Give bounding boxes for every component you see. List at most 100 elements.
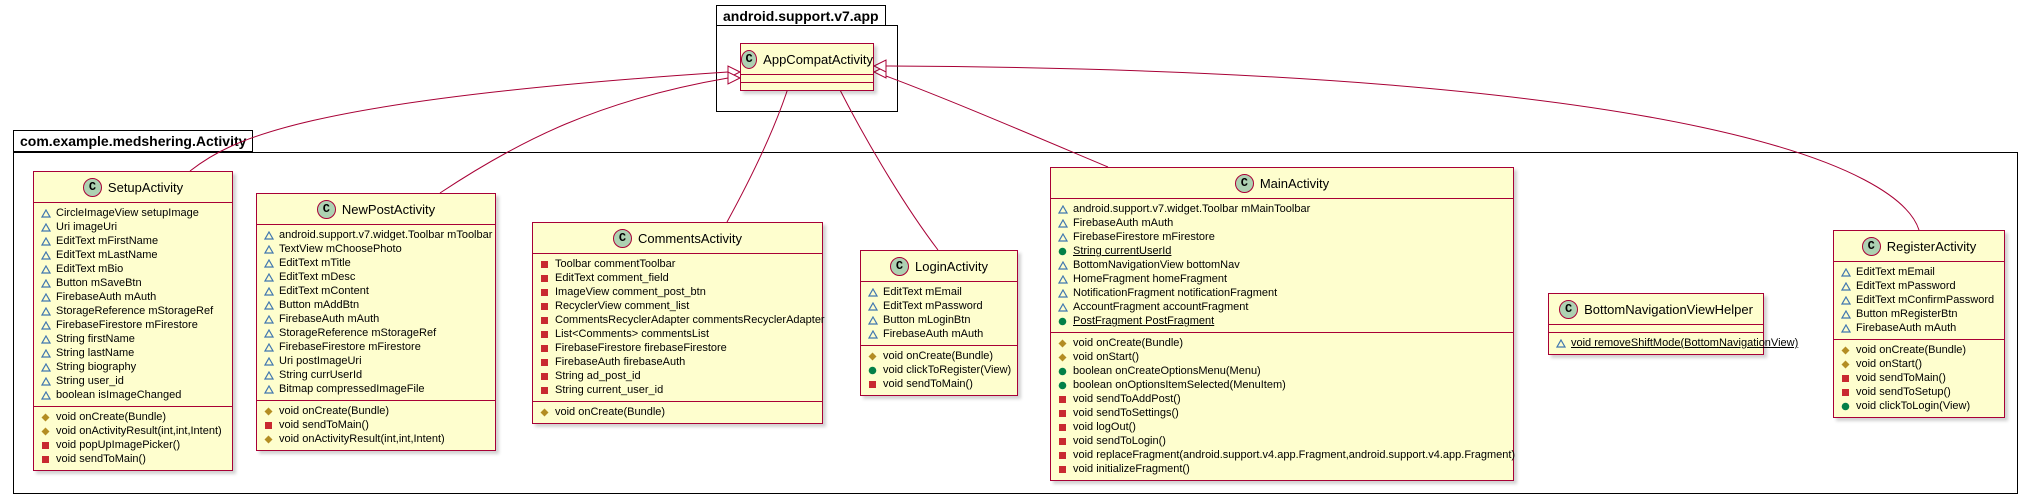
methods-section: void removeShiftMode(BottomNavigationVie… — [1549, 333, 1798, 354]
method-row: void sendToMain() — [263, 418, 489, 432]
method-text: void initializeFragment() — [1073, 463, 1190, 475]
field-row: EditText mLastName — [40, 248, 226, 262]
class-icon: C — [612, 228, 632, 248]
class-name: AppCompatActivity — [763, 51, 873, 67]
field-row: StorageReference mStorageRef — [263, 326, 489, 340]
field-row: StorageReference mStorageRef — [40, 304, 226, 318]
field-row: String biography — [40, 360, 226, 374]
method-row: void sendToMain() — [40, 452, 226, 466]
field-text: EditText mTitle — [279, 257, 351, 269]
field-text: android.support.v7.widget.Toolbar mMainT… — [1073, 203, 1311, 215]
method-row: void sendToSettings() — [1057, 406, 1507, 420]
field-row: FirebaseFirestore mFirestore — [40, 318, 226, 332]
package-visibility-icon — [40, 264, 51, 275]
field-text: EditText mLastName — [56, 249, 158, 261]
field-text: EditText comment_field — [555, 272, 669, 284]
package-visibility-icon — [40, 390, 51, 401]
field-text: Button mLoginBtn — [883, 314, 971, 326]
field-row: EditText mBio — [40, 262, 226, 276]
method-row: void sendToMain() — [1840, 371, 1998, 385]
private-visibility-icon — [1057, 422, 1068, 433]
field-row: Uri postImageUri — [263, 354, 489, 368]
protected-visibility-icon — [40, 426, 51, 437]
private-visibility-icon — [539, 315, 550, 326]
package-tab-android: android.support.v7.app — [716, 5, 886, 27]
method-text: void sendToMain() — [1856, 372, 1946, 384]
field-text: HomeFragment homeFragment — [1073, 273, 1228, 285]
methods-section: void onCreate(Bundle)void onActivityResu… — [34, 407, 232, 470]
field-text: String user_id — [56, 375, 124, 387]
method-text: void onCreate(Bundle) — [1073, 337, 1184, 349]
field-text: String firstName — [56, 333, 135, 345]
method-text: void popUpImagePicker() — [56, 439, 181, 451]
class-name: CommentsActivity — [637, 230, 743, 246]
method-text: void onCreate(Bundle) — [56, 411, 167, 423]
package-visibility-icon — [263, 370, 274, 381]
field-text: android.support.v7.widget.Toolbar mToolb… — [279, 229, 493, 241]
method-row: boolean onCreateOptionsMenu(Menu) — [1057, 364, 1507, 378]
method-row: boolean onOptionsItemSelected(MenuItem) — [1057, 378, 1507, 392]
method-text: void sendToMain() — [56, 453, 146, 465]
public-visibility-icon — [1057, 246, 1068, 257]
class-name: BottomNavigationViewHelper — [1584, 301, 1753, 317]
method-row: void onActivityResult(int,int,Intent) — [40, 424, 226, 438]
field-row: FirebaseAuth firebaseAuth — [539, 355, 816, 369]
field-row: EditText mFirstName — [40, 234, 226, 248]
field-text: AccountFragment accountFragment — [1073, 301, 1249, 313]
private-visibility-icon — [539, 259, 550, 270]
class-bottomnavigationviewhelper[interactable]: C BottomNavigationViewHelper void removeSh… — [1548, 293, 1798, 355]
package-visibility-icon — [867, 301, 878, 312]
private-visibility-icon — [1840, 373, 1851, 384]
method-text: void sendToMain() — [279, 419, 369, 431]
package-visibility-icon — [1057, 274, 1068, 285]
fields-section: android.support.v7.widget.Toolbar mMainT… — [1051, 199, 1513, 333]
package-visibility-icon — [40, 250, 51, 261]
field-row: String user_id — [40, 374, 226, 388]
field-row: FirebaseFirestore mFirestore — [263, 340, 489, 354]
protected-visibility-icon — [539, 407, 550, 418]
method-row: void onCreate(Bundle) — [1840, 343, 1998, 357]
package-visibility-icon — [263, 258, 274, 269]
package-visibility-icon — [40, 376, 51, 387]
protected-visibility-icon — [40, 412, 51, 423]
package-visibility-icon — [1057, 204, 1068, 215]
package-visibility-icon — [40, 236, 51, 247]
field-text: FirebaseAuth mAuth — [883, 328, 984, 340]
class-icon: C — [1559, 299, 1579, 319]
field-text: EditText mPassword — [883, 300, 983, 312]
field-text: CircleImageView setupImage — [56, 207, 199, 219]
field-text: CommentsRecyclerAdapter commentsRecycler… — [555, 314, 825, 326]
package-visibility-icon — [1057, 218, 1068, 229]
package-visibility-icon — [263, 342, 274, 353]
method-row: void sendToSetup() — [1840, 385, 1998, 399]
package-visibility-icon — [40, 362, 51, 373]
private-visibility-icon — [539, 357, 550, 368]
field-row: EditText mPassword — [867, 299, 1011, 313]
field-row: EditText mContent — [263, 284, 489, 298]
field-row: Button mLoginBtn — [867, 313, 1011, 327]
package-visibility-icon — [263, 314, 274, 325]
private-visibility-icon — [539, 385, 550, 396]
class-name: NewPostActivity — [341, 201, 436, 217]
private-visibility-icon — [539, 371, 550, 382]
field-row: CommentsRecyclerAdapter commentsRecycler… — [539, 313, 825, 327]
private-visibility-icon — [1057, 450, 1068, 461]
method-text: void clickToLogin(View) — [1856, 400, 1971, 412]
field-row: NotificationFragment notificationFragmen… — [1057, 286, 1507, 300]
field-row: Button mAddBtn — [263, 298, 489, 312]
class-icon: C — [316, 199, 336, 219]
methods-section: void onCreate(Bundle)void sendToMain()vo… — [257, 401, 495, 450]
method-text: void sendToMain() — [883, 378, 973, 390]
class-newpostactivity[interactable]: C NewPostActivity android.support.v7.widge… — [256, 193, 496, 451]
method-text: void onCreate(Bundle) — [555, 406, 666, 418]
